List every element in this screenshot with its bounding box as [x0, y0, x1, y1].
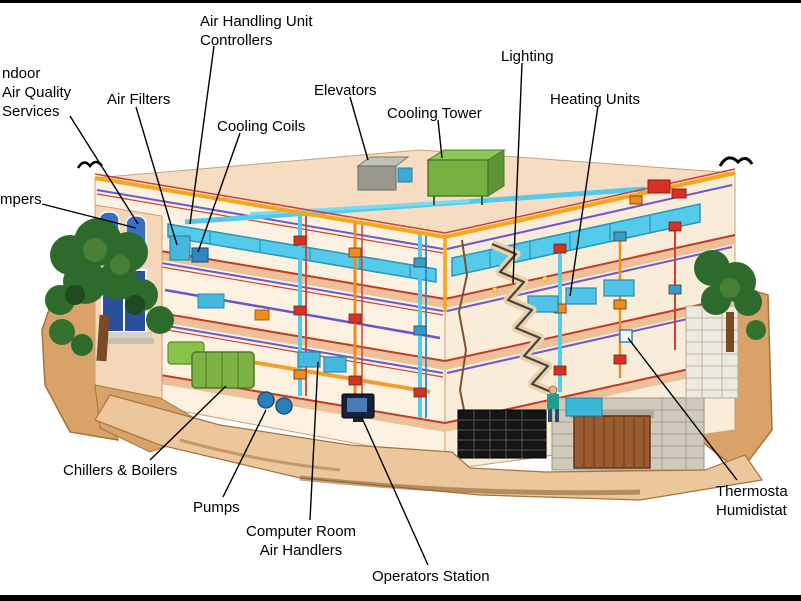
rooftop-unit [629, 195, 643, 205]
label-air-filters: Air Filters [107, 91, 171, 108]
leader-air-filters [135, 106, 178, 246]
building-cutaway [76, 149, 754, 471]
fan-coil-unit [197, 293, 225, 309]
vegetation [45, 218, 766, 362]
stairwell [457, 239, 558, 421]
bird-icon [718, 156, 754, 167]
basement-machine [565, 397, 603, 417]
leader-lines [41, 45, 738, 566]
pumps-graphic [257, 391, 293, 415]
basement [457, 397, 705, 471]
roof [76, 149, 754, 240]
leader-cooling-coils [197, 132, 241, 253]
label-pumps: Pumps [193, 499, 240, 516]
label-cooling-coils: Cooling Coils [217, 118, 306, 135]
vav-terminal-units [293, 221, 682, 398]
label-indoor-air-quality: ndoor Air Quality Services [2, 65, 72, 121]
label-thermostats-humidistats: Thermosta Humidistat [716, 483, 788, 520]
small-unit [254, 309, 270, 321]
garage-lintel [570, 410, 654, 418]
bird-icon [76, 160, 103, 169]
label-heating-units: Heating Units [550, 91, 641, 108]
leader-cooling-tower [437, 119, 443, 159]
leader-elevators [349, 96, 369, 161]
label-dampers: mpers [0, 191, 42, 208]
rooftop-unit [647, 179, 671, 194]
chillers-boilers-graphic [167, 341, 255, 389]
label-chillers-boilers: Chillers & Boilers [63, 462, 178, 479]
leader-chillers-boilers [149, 385, 227, 461]
leader-pumps [222, 409, 267, 498]
cooling-tower-graphic [426, 149, 506, 205]
bottom-border-bar [0, 595, 801, 601]
operators-station-graphic [341, 393, 375, 422]
leader-thermostats [627, 337, 738, 481]
rooftop-unit [671, 188, 687, 199]
leader-dampers [41, 203, 137, 229]
louver-vent [457, 409, 547, 459]
leader-heating-units [569, 105, 599, 297]
label-ahu-controllers: Air Handling Unit Controllers [200, 13, 313, 50]
label-operators-station: Operators Station [372, 568, 490, 585]
worker-figure [547, 385, 559, 422]
tree-left-icon [45, 218, 174, 362]
air-filter-unit [169, 235, 191, 261]
cooling-coil-unit [191, 247, 209, 263]
terrain-front [94, 305, 763, 501]
tree-right-icon [694, 250, 766, 352]
label-elevators: Elevators [314, 82, 377, 99]
leader-operators-station [361, 417, 429, 566]
computer-room-air-handlers-graphic [297, 351, 347, 373]
label-lighting: Lighting [501, 48, 554, 65]
elevator-penthouse [356, 156, 413, 191]
label-computer-room-air-handlers: Computer Room Air Handlers [246, 523, 357, 560]
leader-ahu-controllers [189, 45, 215, 225]
leader-lighting [512, 62, 523, 284]
leader-indoor-air-quality [69, 115, 139, 225]
garage-door [573, 415, 651, 469]
top-border-bar [0, 0, 801, 3]
label-cooling-tower: Cooling Tower [387, 105, 482, 122]
leader-computer-room [309, 361, 319, 521]
